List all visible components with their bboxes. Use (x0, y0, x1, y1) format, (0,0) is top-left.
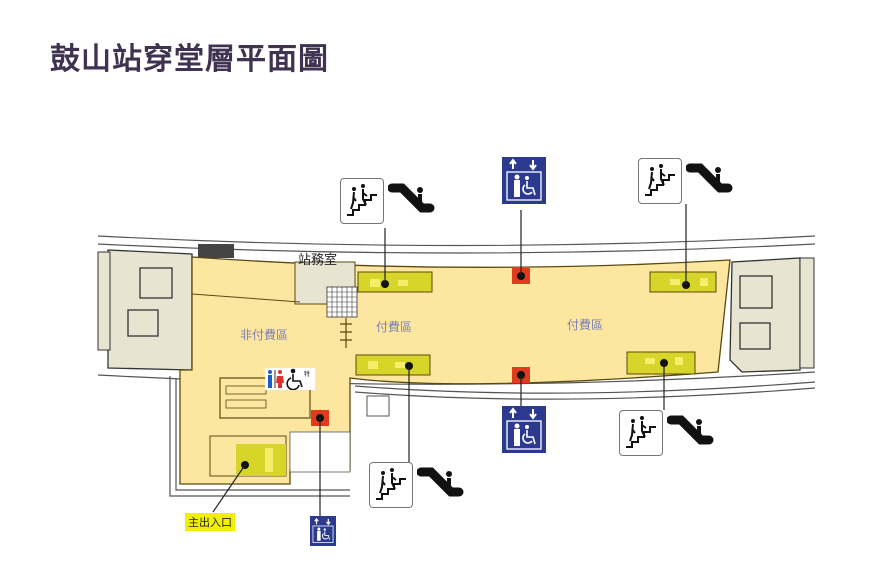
stairs-icon (619, 410, 663, 456)
escalator-icon (667, 415, 714, 445)
escalator-icon (388, 183, 435, 213)
station-office-label: 站務室 (298, 253, 338, 268)
page-title: 鼓山站穿堂層平面圖 (50, 42, 329, 77)
elevator-sign-bottom (502, 406, 546, 453)
accessible-elevator-icon (506, 407, 542, 450)
restroom-icon (268, 370, 284, 388)
stairs-icon (638, 158, 682, 204)
zone-label-paid-right: 付費區 (567, 318, 604, 332)
escalator-icon (417, 467, 464, 497)
escalator-icon (686, 163, 733, 193)
accessible-elevator-icon (312, 517, 334, 543)
elevator-sign-top (502, 157, 546, 204)
zone-label-unpaid: 非付費區 (240, 328, 289, 342)
main-exit-label: 主出入口 (185, 513, 235, 531)
stairs-icon (340, 178, 384, 224)
accessible-elevator-icon (506, 158, 542, 201)
svg-text:特: 特 (304, 370, 310, 378)
restroom-sign: 特 (265, 368, 315, 391)
elevator-sign-exit (310, 516, 336, 546)
stairs-icon (369, 462, 413, 508)
wheelchair-icon (286, 368, 303, 391)
zone-label-paid-left: 付費區 (376, 320, 413, 334)
